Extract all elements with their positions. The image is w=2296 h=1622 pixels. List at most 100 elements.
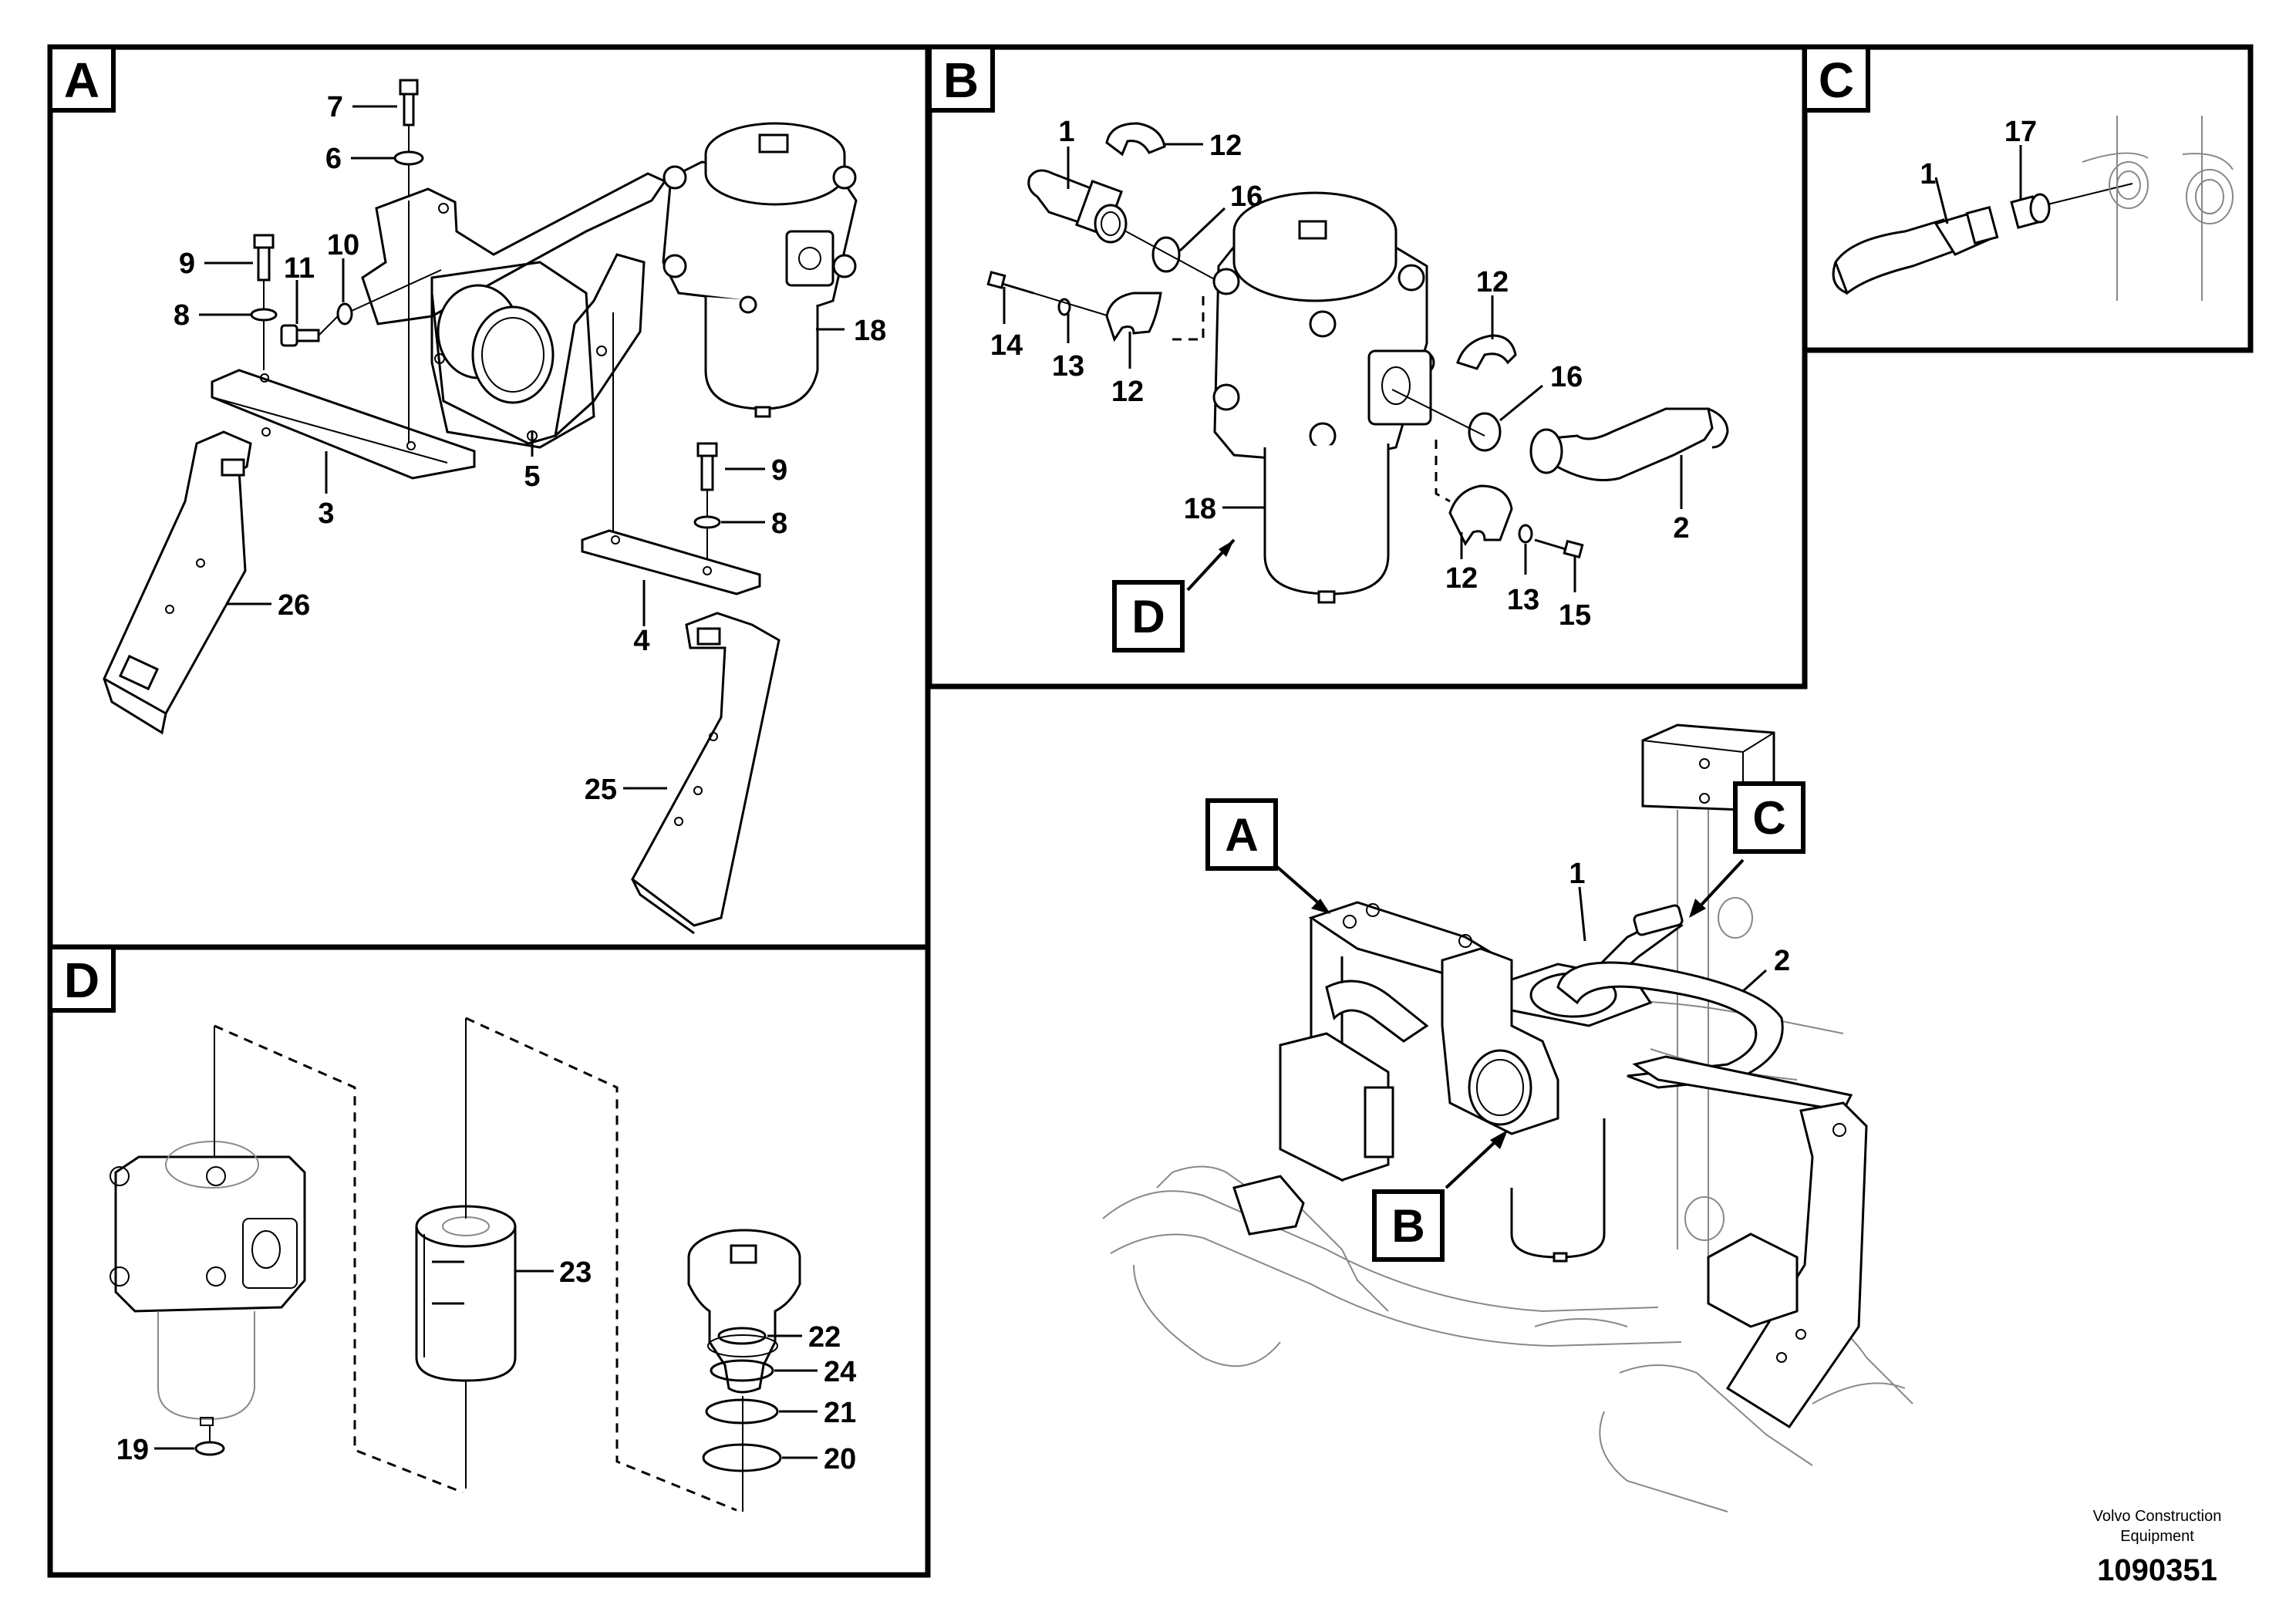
bolt-9-left xyxy=(253,234,275,282)
panel-c-callouts: 1 17 xyxy=(1920,116,2037,224)
overview-drawing xyxy=(1102,723,1913,1512)
panel-d-callouts: 23 22 24 21 20 19 xyxy=(116,1256,857,1475)
panel-a-drawing xyxy=(103,79,858,935)
callout: 11 xyxy=(284,252,315,285)
document-number: 1090351 xyxy=(2097,1553,2217,1587)
callout: 13 xyxy=(1507,584,1539,616)
callout: 7 xyxy=(327,91,343,123)
callout: 12 xyxy=(1445,562,1478,595)
panel-b-callouts: 1 12 16 14 13 12 12 16 18 2 12 13 15 D xyxy=(990,116,1690,653)
panel-c-drawing xyxy=(1832,116,2234,301)
overview-tag-a xyxy=(1205,798,1278,871)
overview-callouts: A C B 1 2 xyxy=(1205,781,1805,1262)
callout: 18 xyxy=(854,315,886,347)
callout: 13 xyxy=(1052,350,1084,383)
callout: 3 xyxy=(318,497,334,530)
callout: 9 xyxy=(179,248,195,280)
clamp-half-12-right xyxy=(1456,334,1517,370)
callout: 19 xyxy=(116,1434,149,1466)
panel-d-frame xyxy=(47,944,931,1578)
callout: 17 xyxy=(2004,116,2037,148)
overview-tag-c xyxy=(1733,781,1805,854)
company-name: Volvo Construction Equipment xyxy=(2092,1508,2222,1545)
detail-d-tag xyxy=(1112,580,1185,653)
o-ring-16-left xyxy=(1151,236,1181,273)
filter-housing-18-b xyxy=(1212,191,1435,604)
washer-8-right xyxy=(693,515,721,529)
callout: 21 xyxy=(824,1397,856,1429)
plate-4 xyxy=(581,529,761,595)
o-ring-24 xyxy=(710,1359,774,1382)
svg-text:B: B xyxy=(1391,1200,1424,1252)
svg-text:A: A xyxy=(64,52,99,108)
callout: 6 xyxy=(325,143,342,175)
callout: 18 xyxy=(1184,493,1216,525)
callout: 16 xyxy=(1230,180,1263,213)
svg-text:B: B xyxy=(943,52,979,108)
bolt-9-right xyxy=(696,442,718,491)
bracket-26 xyxy=(103,430,252,716)
panel-d-drawing xyxy=(110,1017,801,1512)
callout: 25 xyxy=(585,774,617,806)
panel-a-callouts: 7 6 9 11 10 8 18 3 5 9 8 26 4 25 xyxy=(174,91,886,806)
filter-element-23 xyxy=(415,1205,517,1382)
washer-10 xyxy=(336,302,353,325)
bracket-5 xyxy=(361,172,667,325)
overview-tag-b xyxy=(1372,1189,1445,1262)
adapter-17 xyxy=(2010,193,2051,229)
washer-6 xyxy=(393,150,424,166)
callout: 15 xyxy=(1559,599,1591,632)
filter-housing-18 xyxy=(662,122,858,418)
svg-text:D: D xyxy=(1131,591,1165,642)
panel-d-label: D xyxy=(48,945,116,1013)
washer-8-left xyxy=(250,308,278,322)
svg-text:D: D xyxy=(64,953,99,1008)
filter-cap xyxy=(687,1229,801,1394)
callout: 2 xyxy=(1673,512,1689,545)
callout: 12 xyxy=(1476,266,1509,298)
callout: 20 xyxy=(824,1443,856,1475)
svg-text:C: C xyxy=(1752,792,1785,844)
clamp-half-12-top xyxy=(1105,122,1166,157)
bracket-25 xyxy=(631,612,781,927)
panel-b-frame xyxy=(926,44,1808,690)
o-ring-21 xyxy=(705,1398,779,1425)
washer-13-right xyxy=(1518,524,1533,544)
callout: 26 xyxy=(278,589,310,622)
panel-c-frame xyxy=(1802,44,2254,353)
callout: 23 xyxy=(559,1256,592,1289)
callout: 22 xyxy=(808,1321,841,1354)
callout: 14 xyxy=(990,329,1023,362)
o-ring-19 xyxy=(194,1441,225,1456)
hose-2 xyxy=(1532,407,1714,481)
callout: 1 xyxy=(1569,858,1585,890)
callout: 12 xyxy=(1111,376,1144,408)
callout: 8 xyxy=(174,299,190,332)
o-ring-22 xyxy=(717,1327,767,1345)
bolt-7 xyxy=(399,79,419,126)
o-ring-20 xyxy=(702,1443,782,1472)
bolt-11 xyxy=(280,324,320,347)
callout: 10 xyxy=(327,229,359,261)
callout: 9 xyxy=(771,454,787,487)
panel-a-label: A xyxy=(48,45,116,113)
callout: 4 xyxy=(633,625,649,657)
callout: 2 xyxy=(1774,945,1790,977)
clamp-half-12-left xyxy=(1105,292,1162,342)
callout: 1 xyxy=(1058,116,1074,148)
callout: 8 xyxy=(771,508,787,540)
o-ring-16-right xyxy=(1468,412,1502,452)
panel-c-label: C xyxy=(1802,45,1870,113)
hose-1-c xyxy=(1834,218,1957,295)
panel-b-label: B xyxy=(927,45,995,113)
clamp-half-12-lower xyxy=(1448,484,1513,546)
filter-head xyxy=(110,1141,306,1426)
callout: 5 xyxy=(524,460,540,493)
callout: 12 xyxy=(1209,130,1242,162)
panel-b-drawing xyxy=(986,122,1729,604)
plate-3 xyxy=(211,369,476,480)
svg-text:A: A xyxy=(1225,809,1258,861)
svg-text:C: C xyxy=(1819,52,1854,108)
callout: 1 xyxy=(1920,158,1936,191)
